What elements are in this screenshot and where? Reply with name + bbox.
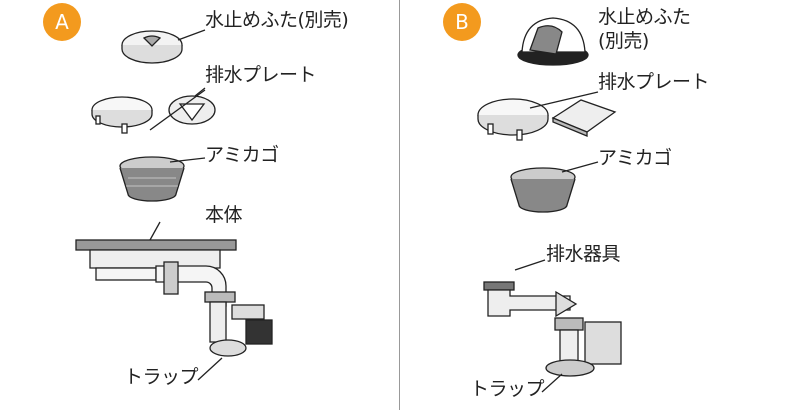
panel-divider: [399, 0, 400, 410]
a-label-body: 本体: [205, 204, 243, 226]
b-label-cap-note: (別売): [598, 30, 649, 52]
a-cap-illustration: [121, 30, 183, 64]
a-label-basket: アミカゴ: [205, 144, 279, 166]
b-plate-illustration: [477, 91, 617, 141]
b-fitting-illustration: [483, 259, 622, 393]
b-label-basket: アミカゴ: [598, 147, 672, 169]
b-label-plate: 排水プレート: [598, 71, 710, 93]
a-label-trap: トラップ: [124, 366, 199, 388]
b-cap-illustration: [517, 17, 589, 66]
badge-a: A: [43, 3, 81, 41]
b-label-trap: トラップ: [470, 378, 545, 400]
a-basket-illustration: [119, 156, 185, 202]
a-label-plate: 排水プレート: [205, 64, 317, 86]
a-plate-illustration: [91, 95, 216, 134]
b-basket-illustration: [510, 161, 599, 213]
a-label-cap: 水止めふた(別売): [205, 9, 349, 31]
b-label-cap: 水止めふた: [598, 6, 691, 28]
badge-b: B: [443, 3, 481, 41]
a-body-illustration: [75, 221, 273, 381]
b-label-fitting: 排水器具: [546, 243, 621, 265]
